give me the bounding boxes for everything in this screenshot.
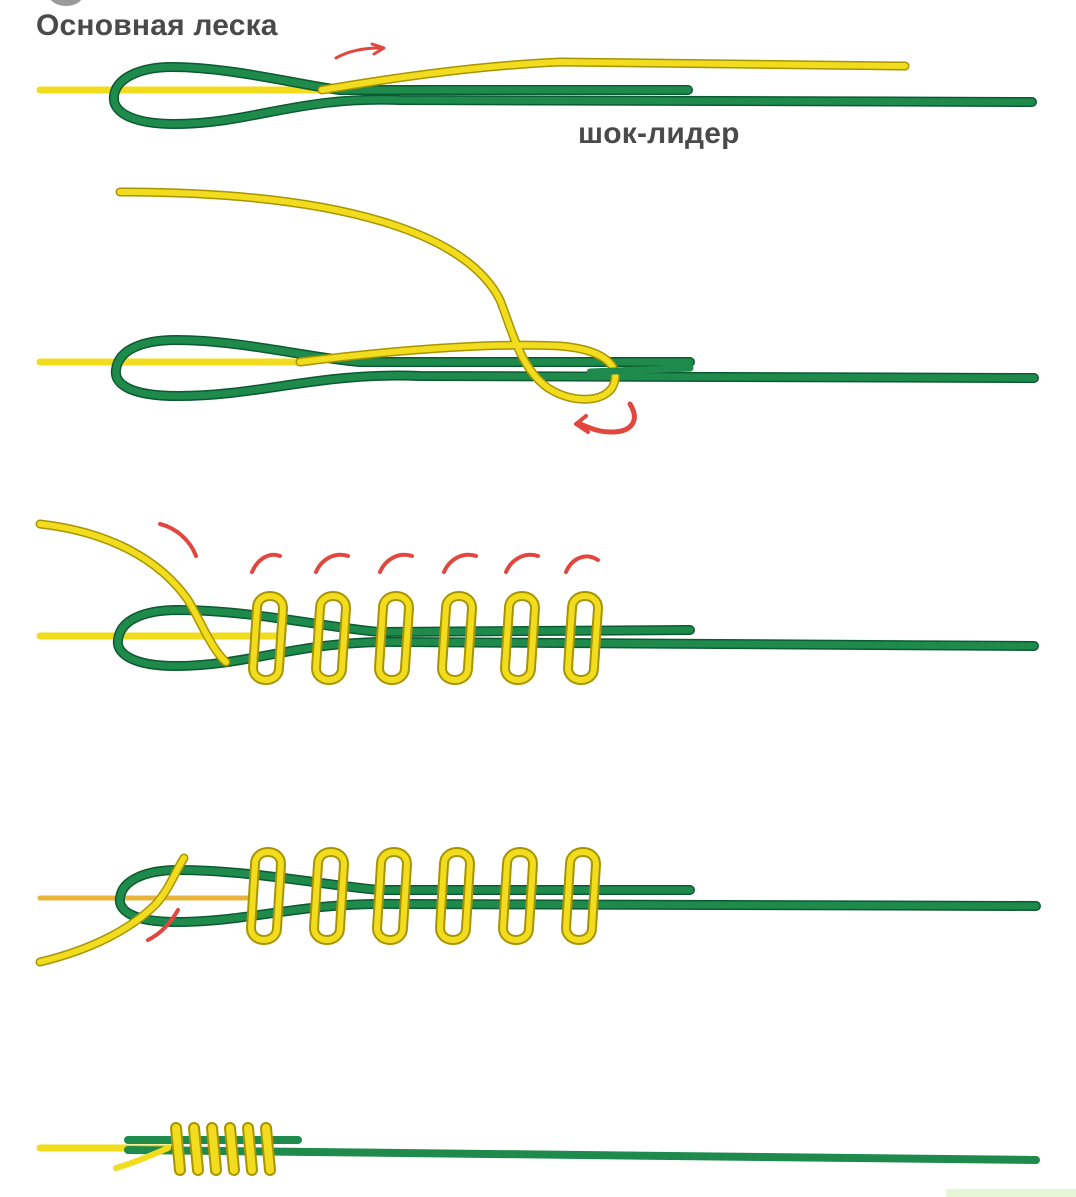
arrow-1	[158, 522, 198, 558]
tight-coil-6	[262, 1124, 274, 1174]
coil-wrap-3	[376, 593, 412, 683]
shock-leader-loop-fill	[110, 63, 1036, 128]
main-line-label: Основная леска	[36, 9, 278, 42]
arrow-2	[250, 552, 282, 574]
wrap-coils	[248, 591, 603, 685]
coil-wrap-5	[500, 849, 536, 943]
main-line-tag-end	[115, 187, 620, 404]
shock-leader-label: шок-лидер	[578, 117, 740, 150]
bottom-strip	[946, 1189, 1076, 1197]
tight-coil-4	[226, 1124, 238, 1174]
tight-coil-3	[208, 1124, 220, 1174]
tight-coil-5	[244, 1124, 256, 1174]
main-line-tag-end	[113, 1145, 171, 1171]
arrow-4	[378, 552, 414, 574]
direction-arrow-head	[574, 414, 590, 434]
coil-wrap-1	[250, 593, 286, 683]
step-1	[36, 42, 1037, 129]
main-line-tag-end-fill	[319, 59, 908, 93]
coil-wrap-4	[437, 849, 473, 943]
corner-indicator	[48, 0, 84, 6]
main-line-tag-end	[35, 519, 231, 667]
step-5	[36, 1122, 1040, 1176]
shock-leader-line	[124, 1146, 1040, 1164]
main-line-tag-end-fill	[117, 189, 619, 403]
arrow-6	[504, 552, 540, 574]
direction-arrow-head	[370, 42, 386, 56]
direction-arrow	[577, 401, 637, 435]
tight-wrap-coils	[170, 1122, 276, 1176]
step-4	[35, 847, 1041, 967]
shock-leader-loop-fill	[112, 336, 1038, 400]
direction-arrows	[158, 522, 600, 574]
tight-coil-1	[172, 1124, 184, 1174]
coil-wrap-2	[313, 593, 349, 683]
main-line-tag-end-fill	[37, 855, 187, 965]
coil-wrap-3	[374, 849, 410, 943]
direction-arrow	[146, 908, 180, 942]
arrow-7	[564, 554, 600, 574]
step-2	[36, 187, 1039, 435]
coil-wrap-6	[563, 849, 599, 943]
coil-wrap-5	[502, 593, 538, 683]
tight-coil-2	[190, 1124, 202, 1174]
wrap-coils	[246, 847, 601, 945]
shock-leader-overlap	[586, 364, 694, 376]
arrow-5	[442, 552, 478, 574]
main-line-tag-end-fill	[37, 521, 229, 665]
arrow-3	[314, 552, 350, 574]
coil-wrap-1	[248, 849, 284, 943]
step-3	[35, 519, 1039, 685]
coil-wrap-6	[565, 593, 601, 683]
coil-wrap-4	[439, 593, 475, 683]
direction-arrow	[334, 46, 382, 60]
coil-wrap-2	[311, 849, 347, 943]
